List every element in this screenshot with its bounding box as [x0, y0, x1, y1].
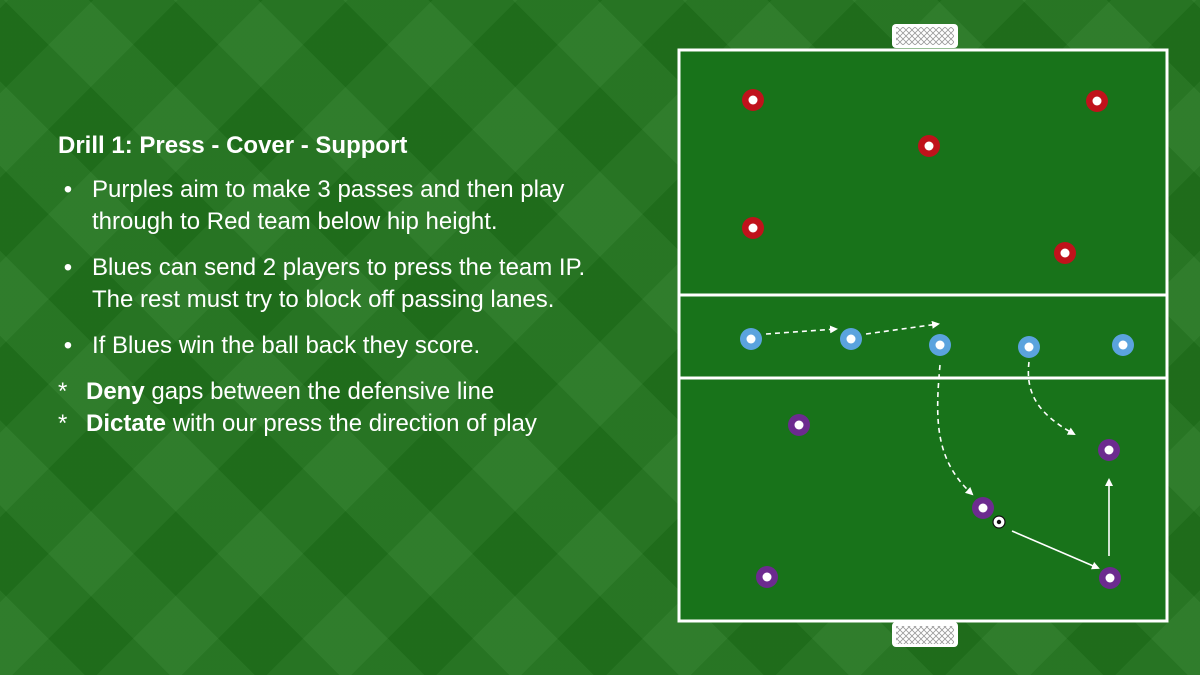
red-player-icon — [742, 217, 764, 239]
blue-press-arrow — [865, 320, 940, 335]
red-player-icon — [1086, 90, 1108, 112]
bullet-icon: • — [63, 176, 73, 203]
bullet-item: •Purples aim to make 3 passes and then p… — [58, 174, 628, 238]
blue-team — [740, 328, 1134, 358]
bullet-icon: • — [63, 254, 73, 281]
drill-title: Drill 1: Press - Cover - Support — [58, 132, 408, 159]
red-player-icon — [742, 89, 764, 111]
purple-pass-arrow — [1011, 530, 1100, 570]
drill-text-panel: Drill 1: Press - Cover - Support •Purple… — [58, 130, 628, 440]
red-player-icon — [1054, 242, 1076, 264]
blue-player-icon — [1112, 334, 1134, 356]
blue-player-icon — [1018, 336, 1040, 358]
bullet-item: •Blues can send 2 players to press the t… — [58, 252, 628, 316]
note-dictate: *Dictate with our press the direction of… — [58, 408, 628, 440]
purple-player-icon — [1098, 439, 1120, 461]
note-deny: *Deny gaps between the defensive line — [58, 376, 628, 408]
bullet-icon: • — [63, 332, 73, 359]
blue-press-arrow — [765, 325, 838, 335]
blue-player-icon — [929, 334, 951, 356]
blue-cover-arrow — [1027, 361, 1076, 435]
asterisk-icon: * — [58, 410, 68, 437]
ball-icon — [992, 515, 1006, 529]
bottom-goal-icon — [892, 622, 958, 647]
purple-player-icon — [756, 566, 778, 588]
red-player-icon — [918, 135, 940, 157]
purple-player-icon — [788, 414, 810, 436]
asterisk-icon: * — [58, 378, 68, 405]
blue-player-icon — [840, 328, 862, 350]
blue-cover-arrow — [936, 364, 974, 496]
blue-player-icon — [740, 328, 762, 350]
red-team — [742, 89, 1108, 264]
bullet-item: •If Blues win the ball back they score. — [58, 330, 628, 362]
purple-player-icon — [972, 497, 994, 519]
top-goal-icon — [892, 24, 958, 48]
purple-team — [756, 414, 1121, 589]
movement-arrows — [765, 320, 1113, 570]
purple-player-icon — [1099, 567, 1121, 589]
drill-bullets: •Purples aim to make 3 passes and then p… — [58, 174, 628, 362]
